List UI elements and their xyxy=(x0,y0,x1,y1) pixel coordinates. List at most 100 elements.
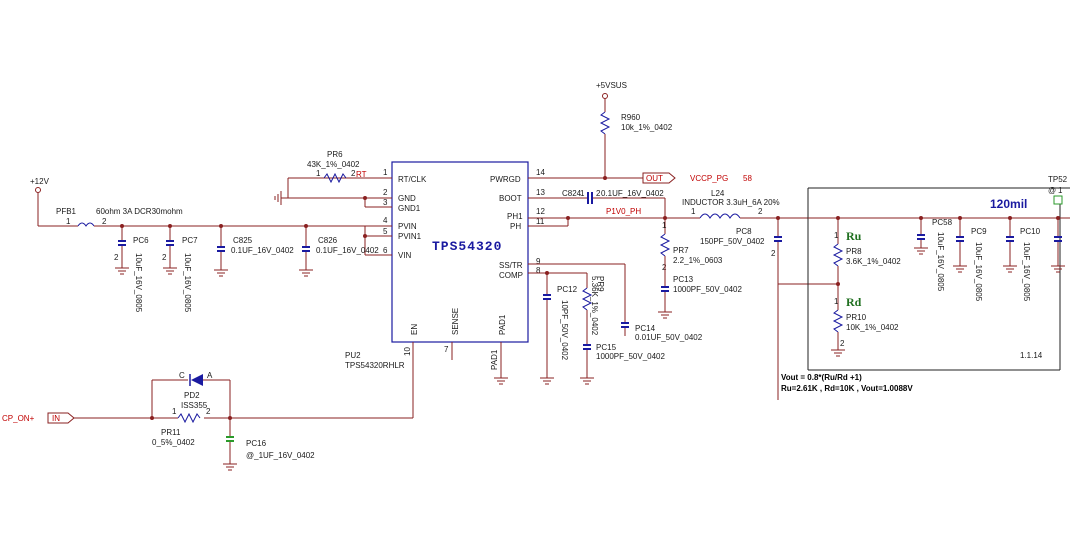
pin-num-13: 13 xyxy=(536,188,545,197)
pin-name-pvin1: PVIN1 xyxy=(398,232,422,241)
pr8-value: 3.6K_1%_0402 xyxy=(846,257,901,266)
test-point-tp52[interactable] xyxy=(1053,195,1063,205)
comp-section: PC14 0.01UF_50V_0402 PC12 10PF_50V_0402 … xyxy=(494,263,703,385)
ferrite-bead-pfb1[interactable] xyxy=(77,222,95,227)
pin-num-10: 10 xyxy=(403,347,412,356)
pc7-value: 10uF_16V_0805 xyxy=(183,253,192,313)
resistor-pr7[interactable] xyxy=(659,233,671,257)
pr10-ref: PR10 xyxy=(846,313,867,322)
pc16-value: @_1UF_16V_0402 xyxy=(246,451,315,460)
pc15-value: 1000PF_50V_0402 xyxy=(596,352,666,361)
ground-pc13 xyxy=(658,311,672,319)
net-12v: +12V xyxy=(30,177,50,186)
resistor-pr11[interactable] xyxy=(177,412,201,424)
r960-value: 10k_1%_0402 xyxy=(621,123,673,132)
c824-value: 0.1UF_16V_0402 xyxy=(601,189,664,198)
resistor-pr6[interactable] xyxy=(323,172,347,184)
output-box: 120mil TP52 @ 1 1.1.14 PC58 10uF_16V_080… xyxy=(807,175,1070,371)
pin-num-12: 12 xyxy=(536,207,545,216)
pin-num-14: 14 xyxy=(536,168,545,177)
in-port-label: IN xyxy=(52,414,60,423)
ic-part: TPS54320RHLR xyxy=(345,361,405,370)
c825-ref: C825 xyxy=(233,236,253,245)
boot-section: C824 1 2 0.1UF_16V_0402 P1V0_PH 1 2 PR7 … xyxy=(528,189,840,400)
page-ref: 1.1.14 xyxy=(1020,351,1043,360)
ground-pc6 xyxy=(115,267,129,275)
vout-formula: Vout = 0.8*(Ru/Rd +1) xyxy=(781,373,862,382)
pin-name-pvin: PVIN xyxy=(398,222,417,231)
ground-pr10 xyxy=(831,349,845,357)
ic-tps54320[interactable]: TPS54320 RT/CLK GND GND1 PVIN PVIN1 VIN … xyxy=(345,161,545,370)
resistor-pr9[interactable] xyxy=(581,287,593,311)
pin-name-pad1: PAD1 xyxy=(498,314,507,335)
pr11-pin2: 2 xyxy=(206,407,211,416)
net-vccp-pg: VCCP_PG xyxy=(690,174,728,183)
pr11-ref: PR11 xyxy=(161,428,181,437)
pr11-pin1: 1 xyxy=(172,407,177,416)
vout-calc: Ru=2.61K , Rd=10K , Vout=1.0088V xyxy=(781,384,913,393)
out-port-label: OUT xyxy=(646,174,663,183)
pin-name-gnd1: GND1 xyxy=(398,204,421,213)
ground-pc16 xyxy=(223,463,237,471)
pc8-value: 150PF_50V_0402 xyxy=(700,237,765,246)
pr10-pin1: 1 xyxy=(834,297,839,306)
pc13-ref: PC13 xyxy=(673,275,694,284)
net-cp-on: CP_ON+ xyxy=(2,414,35,423)
pr6-pin1: 1 xyxy=(316,169,321,178)
pc8-pin-label: 2 xyxy=(771,249,776,258)
pin-num-3: 3 xyxy=(383,198,388,207)
ground-c826 xyxy=(299,269,313,277)
pr11-value: 0_5%_0402 xyxy=(152,438,195,447)
pc13-value: 1000PF_50V_0402 xyxy=(673,285,743,294)
pr8-ref: PR8 xyxy=(846,247,862,256)
diode-pd2[interactable] xyxy=(191,374,203,386)
net-p1v0-ph: P1V0_PH xyxy=(606,207,641,216)
pr6-value: 43K_1%_0402 xyxy=(307,160,360,169)
pc9-ref: PC9 xyxy=(971,227,987,236)
pfb1-ref: PFB1 xyxy=(56,207,77,216)
pin-name-en: EN xyxy=(410,324,419,335)
sense-section: Ru 1 PR8 3.6K_1%_0402 Rd 1 PR10 10K_1%_0… xyxy=(451,216,913,393)
out-port-vccp-pg[interactable] xyxy=(642,172,676,184)
ic-body[interactable] xyxy=(391,161,529,343)
ground-pc12 xyxy=(540,377,554,385)
vin-terminal[interactable] xyxy=(35,187,41,193)
ground-pc7 xyxy=(163,267,177,275)
pin-name-ss-tr: SS/TR xyxy=(499,261,523,270)
pc15-ref: PC15 xyxy=(596,343,617,352)
pin-num-4: 4 xyxy=(383,216,388,225)
pin-name-ph: PH xyxy=(510,222,521,231)
pr10-pin2: 2 xyxy=(840,339,845,348)
l24-pin1: 1 xyxy=(691,207,696,216)
pin-num-6: 6 xyxy=(383,246,388,255)
pfb1-pin2: 2 xyxy=(102,217,107,226)
pr8-pin1: 1 xyxy=(834,231,839,240)
pin-name-vin: VIN xyxy=(398,251,412,260)
resistor-r960[interactable] xyxy=(599,111,611,135)
pfb1-value: 60ohm 3A DCR30mohm xyxy=(96,207,183,216)
c824-pin1: 1 xyxy=(580,189,585,198)
pd2-ref: PD2 xyxy=(184,391,200,400)
pin-num-8: 8 xyxy=(536,266,541,275)
resistor-pr10[interactable] xyxy=(832,309,844,333)
ground-pc15 xyxy=(580,377,594,385)
input-section: +12V PFB1 1 2 60ohm 3A DCR30mohm PC6 10u… xyxy=(30,177,392,313)
pd2-anode: A xyxy=(207,371,213,380)
pc6-ref: PC6 xyxy=(133,236,149,245)
ground-pc58-a xyxy=(914,247,928,255)
pr10-value: 10K_1%_0402 xyxy=(846,323,899,332)
pc10-value: 10uF_16V_0805 xyxy=(1022,242,1031,302)
pc14-ref: PC14 xyxy=(635,324,656,333)
vsus-terminal[interactable] xyxy=(602,93,608,99)
ground-pc9 xyxy=(1003,265,1017,273)
pc8-ref: PC8 xyxy=(736,227,752,236)
rt-section: PR6 43K_1%_0402 1 2 RT xyxy=(274,150,392,208)
in-port-cp-on[interactable] xyxy=(47,412,75,424)
label-rd: Rd xyxy=(846,295,862,309)
pin-name-gnd: GND xyxy=(398,194,416,203)
pc9-value: 10uF_16V_0805 xyxy=(974,242,983,302)
inductor-l24[interactable] xyxy=(699,213,741,219)
pr6-pin2: 2 xyxy=(351,169,356,178)
resistor-pr8[interactable] xyxy=(832,243,844,267)
pin-name-sense: SENSE xyxy=(451,308,460,335)
